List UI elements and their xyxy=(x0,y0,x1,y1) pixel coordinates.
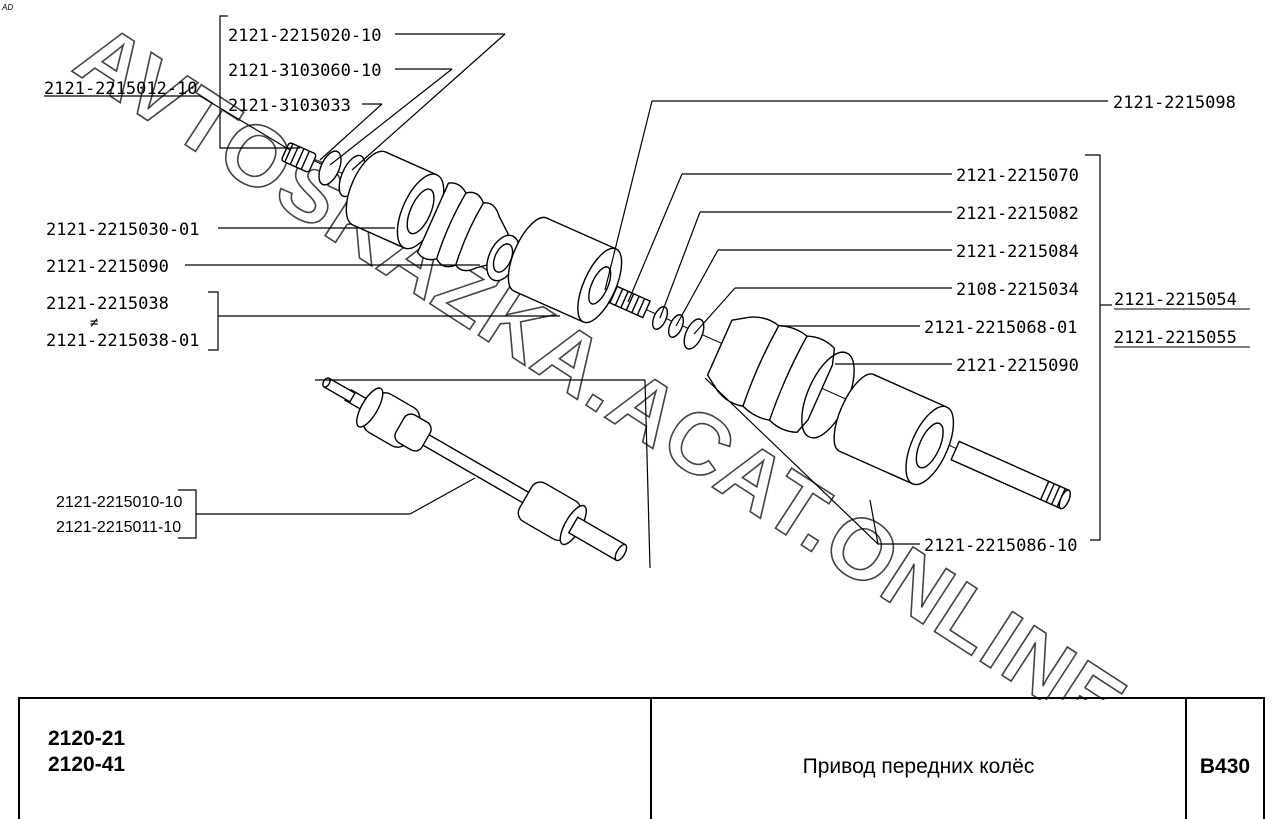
assembled-drive-shaft xyxy=(322,377,628,562)
part-label: 2121-3103033 xyxy=(228,96,351,116)
outer-boot xyxy=(706,316,836,434)
not-equal-sign: ≠ xyxy=(90,315,98,331)
diagram-title: Привод передних колёс xyxy=(802,755,1035,778)
part-label: 2121-2215086-10 xyxy=(924,536,1078,556)
inner-joint-housing xyxy=(345,150,445,250)
part-label: 2121-2215090 xyxy=(956,356,1079,376)
part-label: 2121-2215082 xyxy=(956,204,1079,224)
part-label: 2121-2215012-10 xyxy=(44,79,198,99)
part-label: 2121-2215030-01 xyxy=(46,220,200,240)
outer-cv-joint xyxy=(833,373,955,486)
part-label: 2121-2215090 xyxy=(46,257,169,277)
part-label: 2121-2215038 xyxy=(46,294,169,314)
models-cell: 2120-21 2120-41 xyxy=(20,699,652,819)
part-label: 2121-2215070 xyxy=(956,166,1079,186)
inner-spline-part xyxy=(281,142,317,173)
part-label: 2121-2215084 xyxy=(956,242,1079,262)
part-label: 2121-2215054 xyxy=(1114,290,1237,310)
corner-mark: AD xyxy=(1,3,13,12)
code-cell: B430 xyxy=(1187,699,1263,819)
title-block: 2120-21 2120-41 Привод передних колёс B4… xyxy=(18,697,1265,819)
part-label: 2121-2215020-10 xyxy=(228,26,382,46)
exploded-parts-diagram: AVTOSKAZKA.ACAT.ONLINE AD xyxy=(1,3,1250,700)
outer-shaft xyxy=(950,440,1071,510)
model-code: 2120-21 xyxy=(48,727,126,750)
part-label: 2121-2215098 xyxy=(1113,93,1236,113)
title-cell: Привод передних колёс xyxy=(652,699,1187,819)
part-label: 2121-3103060-10 xyxy=(228,61,382,81)
part-label: 2121-2215038-01 xyxy=(46,331,200,351)
part-label: 2121-2215068-01 xyxy=(924,318,1078,338)
part-label: 2108-2215034 xyxy=(956,280,1079,300)
part-labels: 2121-2215020-10 2121-3103060-10 2121-221… xyxy=(44,26,1250,556)
part-label: 2121-2215055 xyxy=(1114,328,1237,348)
model-code: 2120-41 xyxy=(48,753,126,776)
leader-lines xyxy=(44,15,1112,569)
part-label: 2121-2215010-10 xyxy=(56,494,182,511)
part-label: 2121-2215011-10 xyxy=(56,519,181,536)
diagram-code: B430 xyxy=(1199,755,1251,778)
splined-stub xyxy=(608,285,652,319)
ring-part xyxy=(318,150,342,186)
